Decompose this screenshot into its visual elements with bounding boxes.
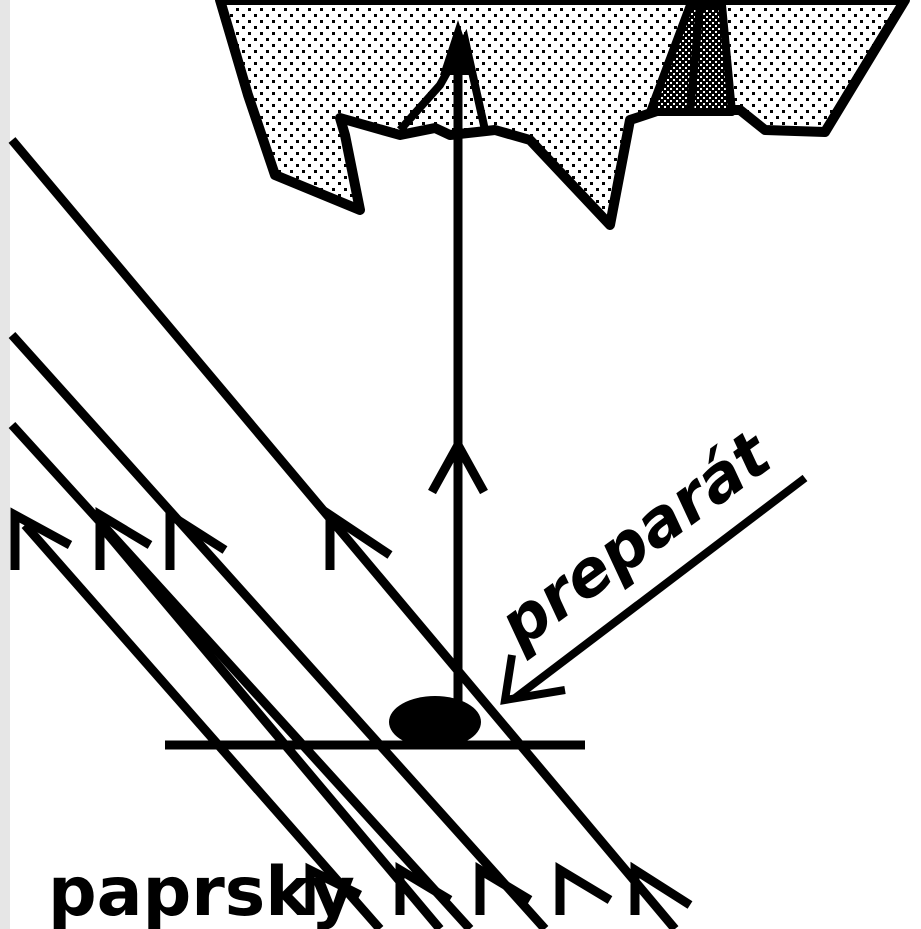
ray-2 bbox=[12, 335, 545, 929]
rock-overhang bbox=[220, 0, 905, 225]
ray-arrow-4 bbox=[330, 515, 390, 570]
specimen-label: preparát bbox=[485, 416, 786, 663]
ray-tail-4 bbox=[560, 870, 610, 915]
specimen-blob bbox=[389, 696, 481, 748]
rays-label: paprsky bbox=[48, 853, 355, 929]
ray-arrow-2 bbox=[100, 515, 150, 570]
left-border bbox=[0, 0, 10, 929]
